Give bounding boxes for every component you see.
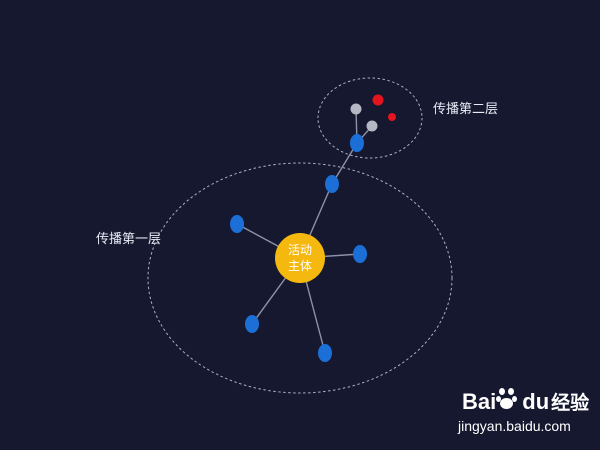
node-bridge: [350, 134, 364, 152]
center-node: 活动 主体: [275, 233, 325, 283]
watermark-url: jingyan.baidu.com: [458, 418, 571, 434]
center-node-circle: [275, 233, 325, 283]
logo-text-bai: Bai: [462, 389, 497, 414]
paw-icon: [496, 388, 522, 412]
node-upper: [325, 175, 339, 193]
logo-text-du: du: [522, 389, 550, 414]
node-bottom-right: [318, 344, 332, 362]
second-layer-nodes: [350, 94, 396, 132]
node-bottom-left: [245, 315, 259, 333]
node-red-small: [388, 113, 396, 121]
ring-second-layer: [317, 77, 423, 159]
center-node-label-line1: 活动: [288, 243, 312, 257]
ring-first-layer: [147, 162, 453, 394]
ring-second-layer-label: 传播第二层: [433, 101, 498, 116]
first-layer-nodes: [230, 134, 367, 362]
logo-text-jingyan: 经验: [551, 392, 590, 414]
node-gray-right: [366, 120, 378, 132]
node-gray-left: [350, 103, 362, 115]
node-red-large: [372, 94, 384, 106]
ring-first-layer-label: 传播第一层: [96, 231, 161, 246]
node-left: [230, 215, 244, 233]
center-node-label-line2: 主体: [288, 259, 312, 273]
node-right: [353, 245, 367, 263]
